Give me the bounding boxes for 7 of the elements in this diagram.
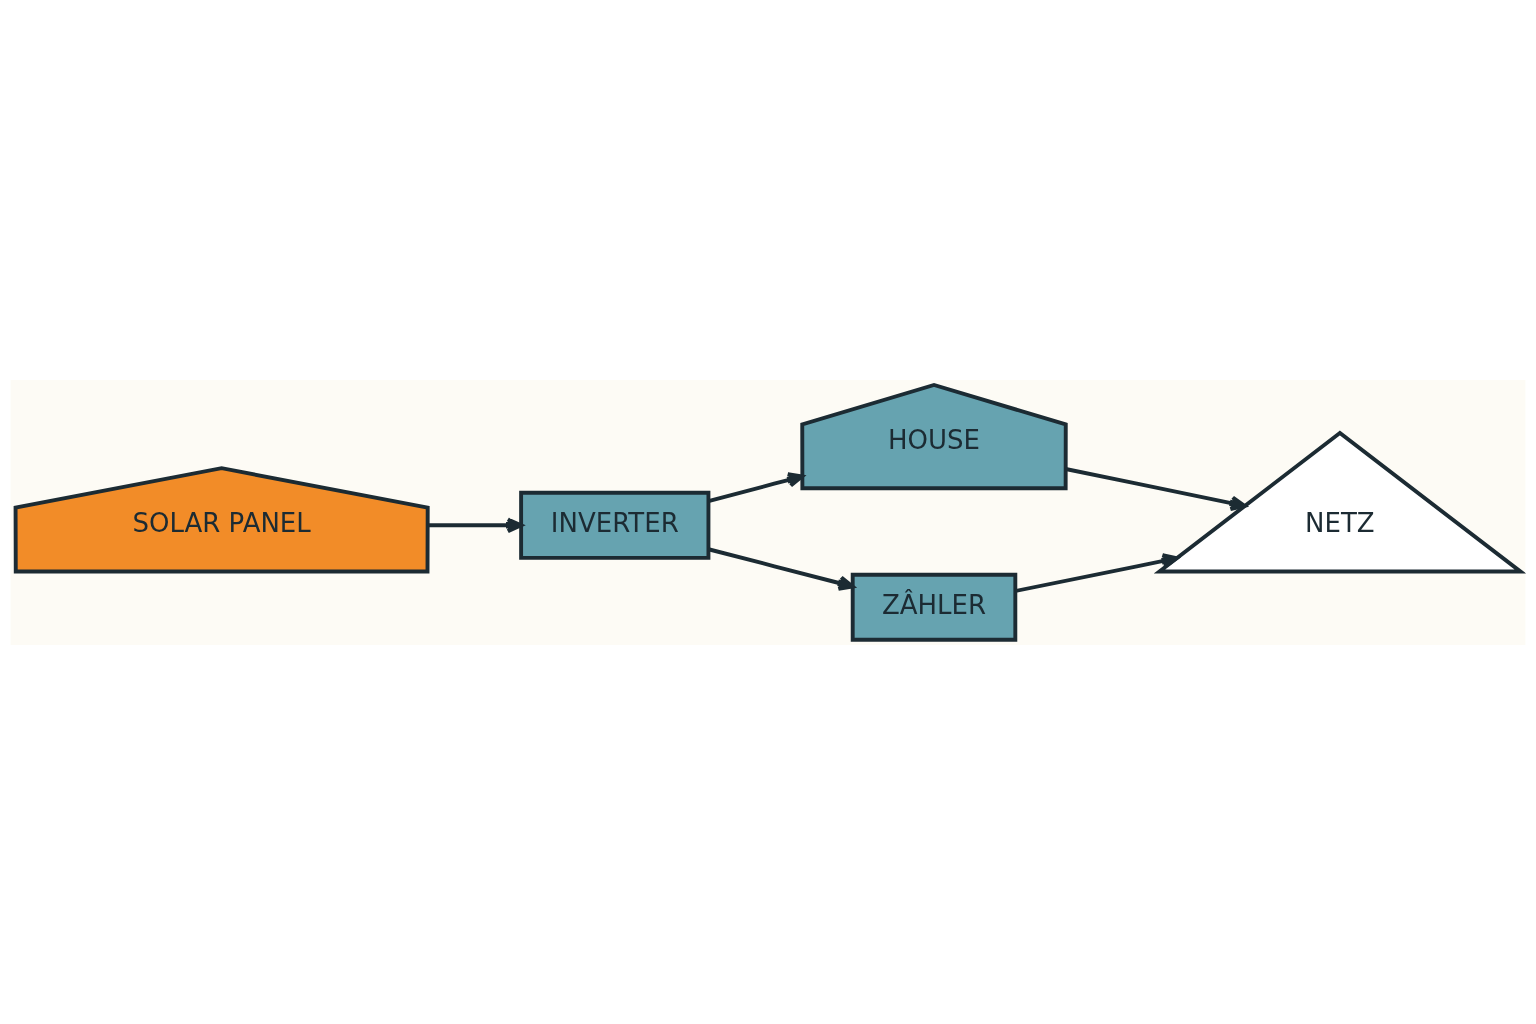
arrow	[427, 517, 523, 533]
node-box: INVERTER	[519, 490, 711, 560]
arrow	[1015, 552, 1179, 593]
arrow	[1065, 466, 1247, 511]
arrow	[708, 471, 804, 503]
node-box: ZÂHLER	[850, 572, 1018, 642]
arrow	[708, 546, 855, 591]
